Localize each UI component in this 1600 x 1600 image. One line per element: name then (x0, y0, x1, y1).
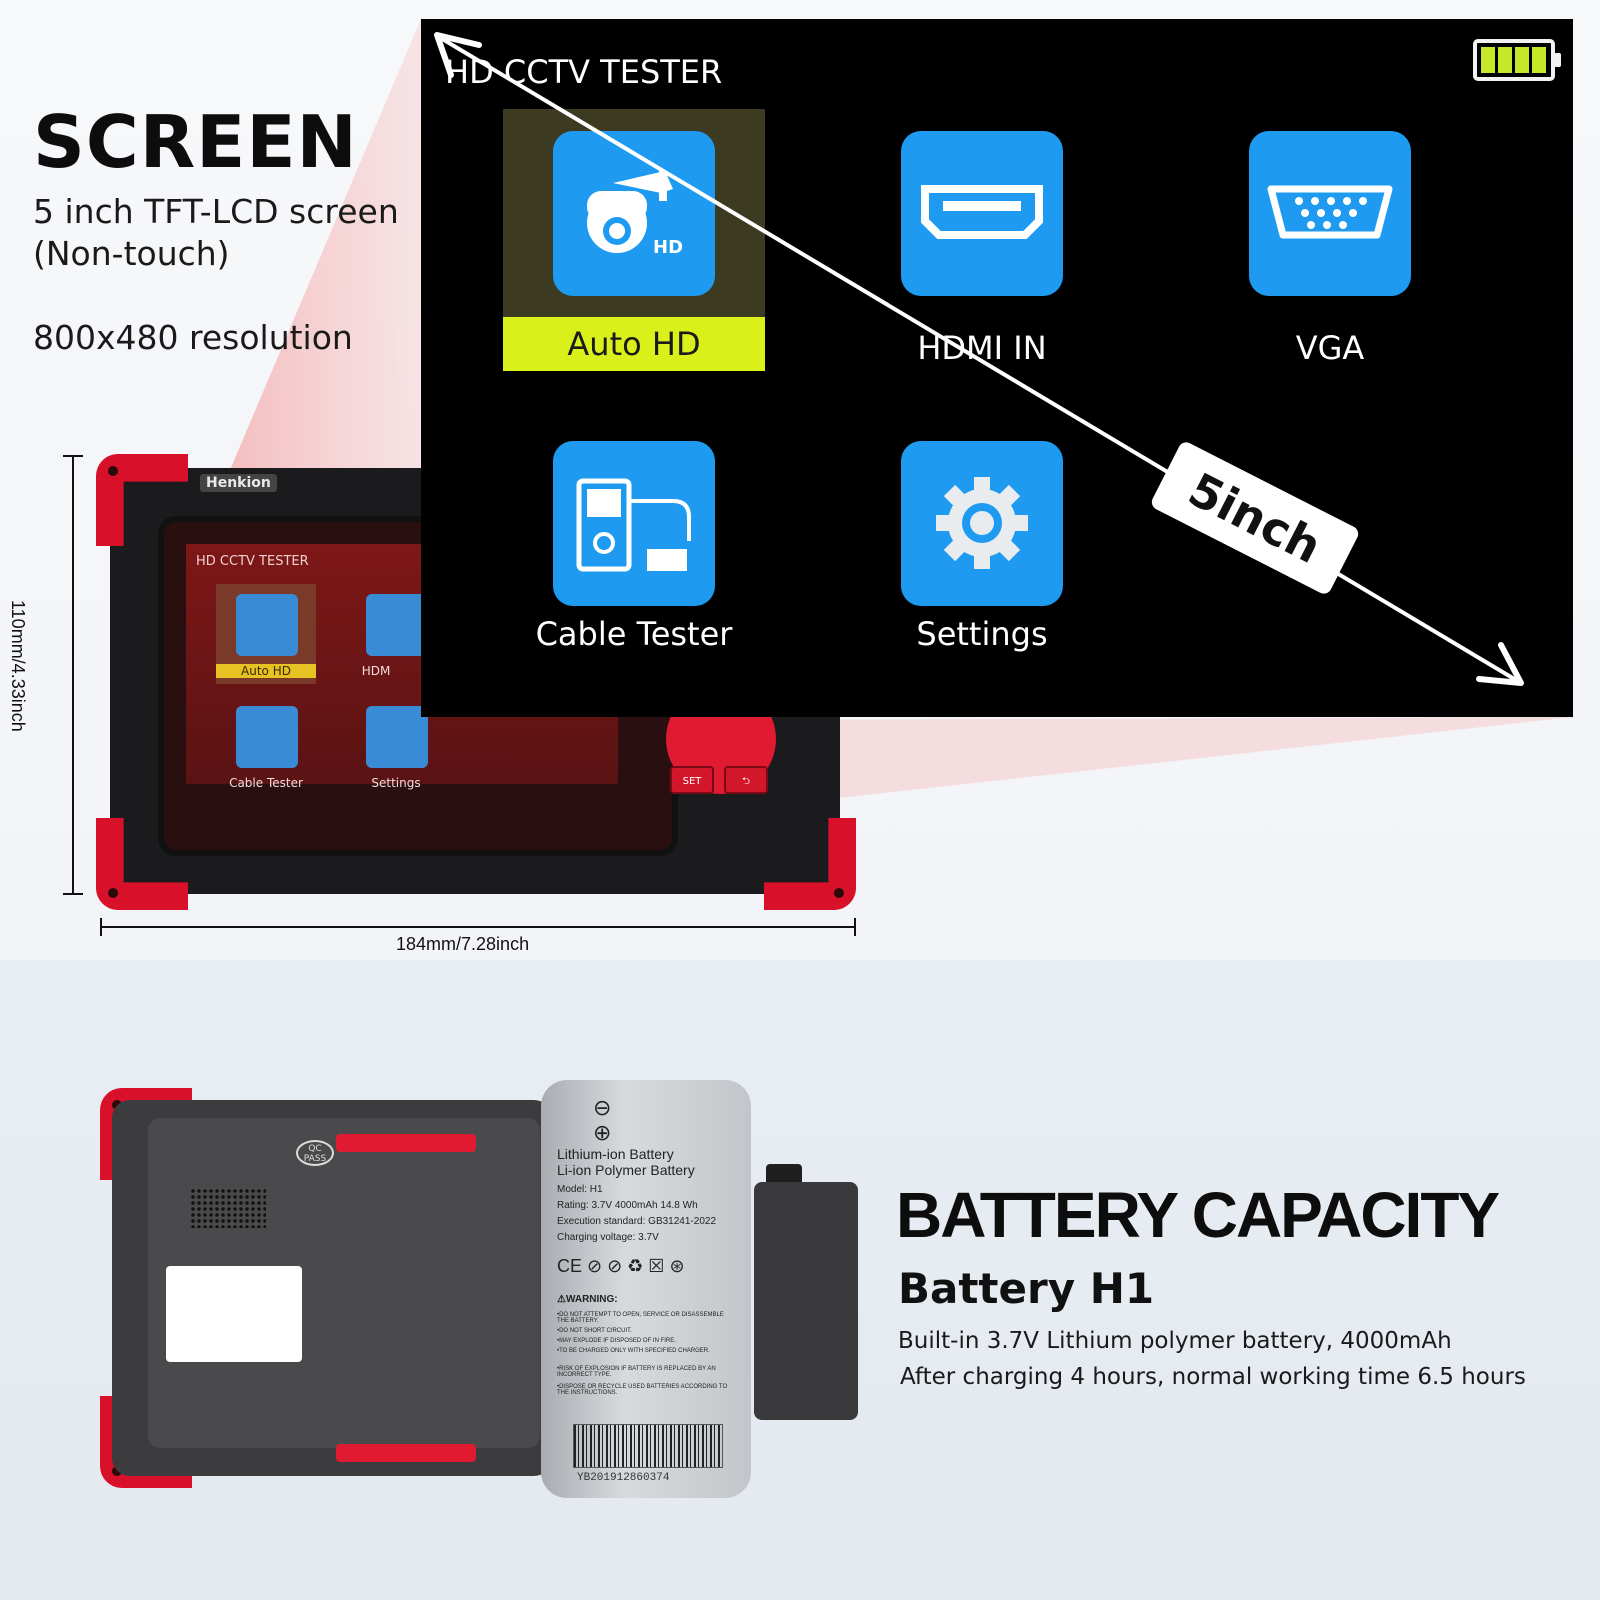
cable-tester-icon (576, 478, 691, 572)
screen-touch-text: (Non-touch) (33, 234, 230, 273)
mini-title: HD CCTV TESTER (196, 554, 309, 569)
battery-rating: Rating: 3.7V 4000mAh 14.8 Wh (557, 1200, 698, 1211)
warning-item: •DO NOT ATTEMPT TO OPEN, SERVICE OR DISA… (557, 1312, 724, 1324)
hdmi-in-tile[interactable] (901, 131, 1063, 296)
mini-tile-auto-hd (236, 594, 298, 656)
strap-bar (336, 1134, 476, 1152)
width-dimension-line (100, 926, 856, 928)
screen-size-text: 5 inch TFT-LCD screen (33, 192, 399, 231)
battery-model-heading: Battery H1 (898, 1264, 1155, 1313)
device-set-button[interactable]: SET (670, 766, 714, 794)
mini-label-auto-hd: Auto HD (216, 664, 316, 678)
warning-item: •RISK OF EXPLOSION IF BATTERY IS REPLACE… (557, 1366, 716, 1378)
mini-label-settings: Settings (371, 776, 421, 790)
screen-heading: SCREEN (33, 100, 358, 184)
battery-model: Model: H1 (557, 1184, 603, 1195)
barcode (573, 1424, 723, 1468)
auto-hd-tile[interactable]: HD (553, 131, 715, 296)
battery-holder (754, 1182, 858, 1420)
vga-port-icon (1267, 185, 1393, 239)
qc-pass-sticker: QC PASS (296, 1140, 334, 1166)
battery-name-1: Lithium-ion Battery (557, 1146, 674, 1162)
battery-heading: BATTERY CAPACITY (896, 1179, 1500, 1251)
device-back-button[interactable]: ⮌ (724, 766, 768, 794)
height-dimension-line (72, 455, 74, 895)
gear-icon (936, 477, 1028, 569)
lcd-title: HD CCTV TESTER (445, 53, 723, 91)
width-dimension-cap (854, 918, 856, 936)
battery-name-2: Li-ion Polymer Battery (557, 1162, 695, 1178)
blank-label (166, 1266, 302, 1362)
mini-tile-cable-tester (236, 706, 298, 768)
settings-label[interactable]: Settings (916, 615, 1048, 653)
device-back: QC PASS (100, 1088, 860, 1488)
warning-title: ⚠WARNING: (557, 1294, 618, 1305)
battery-charging-voltage: Charging voltage: 3.7V (557, 1232, 659, 1243)
mini-label-hdmi: HDM (361, 664, 391, 678)
device-screen-display: HD CCTV TESTER Auto HD HDM Cable Tester … (186, 544, 618, 790)
height-dimension-label: 110mm/4.33inch (8, 600, 28, 732)
mini-tile-hdmi (366, 594, 428, 656)
settings-tile[interactable] (901, 441, 1063, 606)
height-dimension-cap (63, 893, 83, 895)
speaker-grille (190, 1188, 266, 1228)
certification-marks: CE ⊘ ⊘ ♻ ☒ ⊛ (557, 1256, 685, 1276)
battery-pack: ⊖ ⊕ Lithium-ion Battery Li-ion Polymer B… (541, 1080, 751, 1498)
lcd-screen: HD CCTV TESTER HD Auto HD HDMI IN (421, 19, 1573, 717)
hdmi-port-icon (921, 185, 1043, 239)
battery-spec-text: Built-in 3.7V Lithium polymer battery, 4… (898, 1328, 1452, 1354)
barcode-number: YB201912860374 (577, 1472, 670, 1484)
diagonal-arrow (434, 32, 1524, 686)
battery-standard: Execution standard: GB31241-2022 (557, 1216, 716, 1227)
vga-tile[interactable] (1249, 131, 1411, 296)
warning-item: •DO NOT SHORT CIRCUIT. (557, 1328, 632, 1334)
cable-tester-tile[interactable] (553, 441, 715, 606)
svg-text:HD: HD (653, 237, 683, 258)
battery-terminal-symbols: ⊖ ⊕ (593, 1096, 652, 1146)
warning-item: •TO BE CHARGED ONLY WITH SPECIFIED CHARG… (557, 1348, 710, 1354)
width-dimension-cap (100, 918, 102, 936)
battery-icon (1473, 39, 1561, 81)
battery-runtime-text: After charging 4 hours, normal working t… (900, 1364, 1526, 1390)
mini-tile-settings (366, 706, 428, 768)
height-dimension-cap (63, 455, 83, 457)
screen-resolution-text: 800x480 resolution (33, 318, 353, 357)
warning-item: •DISPOSE OR RECYCLE USED BATTERIES ACCOR… (557, 1384, 728, 1396)
warning-item: •MAY EXPLODE IF DISPOSED OF IN FIRE. (557, 1338, 676, 1344)
width-dimension-label: 184mm/7.28inch (396, 934, 530, 954)
brand-logo: Henkion (200, 474, 277, 492)
vga-label[interactable]: VGA (1295, 329, 1365, 367)
mini-label-cable-tester: Cable Tester (229, 776, 303, 790)
cable-tester-label[interactable]: Cable Tester (535, 615, 733, 653)
auto-hd-label[interactable]: Auto HD (503, 317, 765, 371)
ptz-camera-icon: HD (587, 171, 683, 258)
strap-bar (336, 1444, 476, 1462)
